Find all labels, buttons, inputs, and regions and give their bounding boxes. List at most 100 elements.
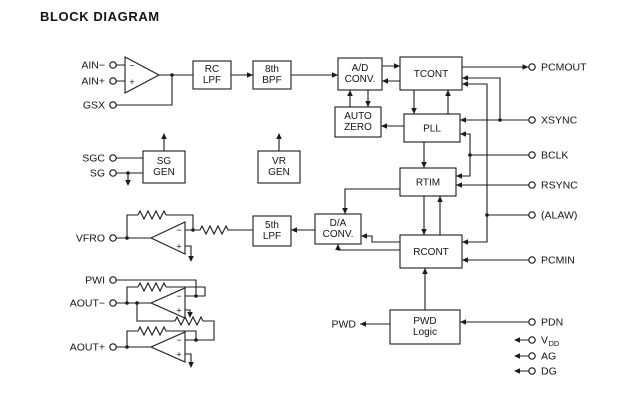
block-auto-zero-label-1: AUTO xyxy=(344,111,372,122)
block-vr-gen-label-1: VR xyxy=(272,156,286,167)
pwi-pin-label: PWI xyxy=(85,275,105,287)
block-da-conv xyxy=(314,213,362,245)
block-sg-gen xyxy=(142,150,186,184)
ain-plus-pin xyxy=(109,77,117,85)
vfro-opamp-symbol xyxy=(149,221,186,255)
right-pins: PCMOUT XSYNC BCLK RSYNC (ALAW) PCMIN PDN… xyxy=(528,62,587,378)
sg-pin-label: SG xyxy=(90,168,105,180)
xsync-pin xyxy=(528,116,536,124)
block-rtim xyxy=(399,167,457,197)
block-tcont xyxy=(399,56,463,91)
block-rc-lpf xyxy=(192,60,232,90)
block-ad-conv-label-1: A/D xyxy=(352,63,369,74)
alaw-pin-label: (ALAW) xyxy=(541,210,577,222)
resistor-symbols xyxy=(137,209,229,337)
pcmout-pin-label: PCMOUT xyxy=(541,62,587,74)
dg-pin xyxy=(528,367,536,375)
opamp-minus-sign: − xyxy=(176,225,181,235)
aout-minus-opamp-symbol xyxy=(149,287,186,319)
pcmout-pin xyxy=(528,63,536,71)
junction-dot xyxy=(498,118,502,122)
block-rcont xyxy=(399,234,463,269)
opamps: − + − + − + − + xyxy=(124,56,186,363)
block-8th-bpf-label-2: BPF xyxy=(262,75,281,86)
block-pwd-logic xyxy=(389,309,461,345)
junction-dot xyxy=(135,301,139,305)
junction-dots xyxy=(125,73,502,349)
input-opamp-symbol xyxy=(124,56,161,94)
dg-pin-label: DG xyxy=(541,366,557,378)
aout-plus-opamp-symbol xyxy=(149,331,186,363)
junction-dot xyxy=(125,301,129,305)
junction-dot xyxy=(125,236,129,240)
block-rcont-label: RCONT xyxy=(413,247,449,258)
block-pll xyxy=(403,113,461,143)
block-auto-zero-label-2: ZERO xyxy=(344,122,372,133)
junction-dot xyxy=(194,338,198,342)
junction-dot xyxy=(170,73,174,77)
aout-minus-pin xyxy=(109,299,117,307)
opamp-plus-sign: + xyxy=(129,77,134,87)
block-vr-gen xyxy=(257,150,301,184)
opamp-plus-sign: + xyxy=(176,242,181,252)
gsx-pin xyxy=(109,101,117,109)
block-auto-zero xyxy=(334,106,382,138)
sgc-pin-label: SGC xyxy=(82,153,105,165)
junction-dot xyxy=(468,153,472,157)
ain-plus-pin-label: AIN+ xyxy=(81,76,105,88)
ag-pin xyxy=(528,352,536,360)
vdd-pin xyxy=(528,336,536,344)
block-pll-label: PLL xyxy=(423,124,441,135)
pwd-signal-label: PWD xyxy=(332,319,357,331)
block-da-conv-label-1: D/A xyxy=(330,218,347,229)
aout-plus-pin xyxy=(109,343,117,351)
gsx-pin-label: GSX xyxy=(83,100,105,112)
block-8th-bpf-label-1: 8th xyxy=(265,64,279,75)
block-5th-lpf xyxy=(252,215,292,247)
block-pwd-logic-label-2: Logic xyxy=(413,327,437,338)
ain-minus-pin xyxy=(109,61,117,69)
vdd-pin-label: V xyxy=(541,335,548,347)
block-sg-gen-label-2: GEN xyxy=(153,167,175,178)
junction-dot xyxy=(125,345,129,349)
junction-dot xyxy=(191,228,195,232)
opamp-plus-sign: + xyxy=(176,306,181,316)
sgc-pin xyxy=(109,154,117,162)
block-vr-gen-label-2: GEN xyxy=(268,167,290,178)
aout-plus-pin-label: AOUT+ xyxy=(70,342,105,354)
opamp-minus-sign: − xyxy=(129,61,134,71)
block-8th-bpf xyxy=(252,60,292,90)
aout-minus-pin-label: AOUT− xyxy=(70,298,105,310)
opamp-plus-sign: + xyxy=(176,350,181,360)
vdd-pin-label-subscript: DD xyxy=(549,339,560,348)
block-pwd-logic-label-1: PWD xyxy=(413,316,436,327)
opamp-minus-sign: − xyxy=(176,335,181,345)
junction-dot xyxy=(194,294,198,298)
junction-dot xyxy=(126,171,130,175)
pdn-pin-label: PDN xyxy=(541,317,563,329)
junction-dot xyxy=(485,213,489,217)
block-ad-conv-label-2: CONV. xyxy=(345,74,376,85)
bclk-pin-label: BCLK xyxy=(541,150,568,162)
block-da-conv-label-2: CONV. xyxy=(323,229,354,240)
function-blocks: RC LPF 8th BPF A/D CONV. TCONT AUTO ZERO… xyxy=(142,56,463,345)
ag-pin-label: AG xyxy=(541,351,556,363)
block-ad-conv xyxy=(337,57,383,91)
pcmin-pin xyxy=(528,256,536,264)
block-5th-lpf-label-2: LPF xyxy=(263,231,281,242)
block-rc-lpf-label-1: RC xyxy=(205,64,219,75)
block-sg-gen-label-1: SG xyxy=(157,156,172,167)
bclk-pin xyxy=(528,151,536,159)
block-rc-lpf-label-2: LPF xyxy=(203,75,221,86)
opamp-minus-sign: − xyxy=(176,291,181,301)
alaw-pin xyxy=(528,211,536,219)
ain-minus-pin-label: AIN− xyxy=(81,60,105,72)
vfro-pin xyxy=(109,234,117,242)
pcmin-pin-label: PCMIN xyxy=(541,255,575,267)
page-title: BLOCK DIAGRAM xyxy=(40,9,160,24)
rsync-pin-label: RSYNC xyxy=(541,180,578,192)
rsync-pin xyxy=(528,181,536,189)
vfro-pin-label: VFRO xyxy=(76,233,105,245)
xsync-pin-label: XSYNC xyxy=(541,115,578,127)
